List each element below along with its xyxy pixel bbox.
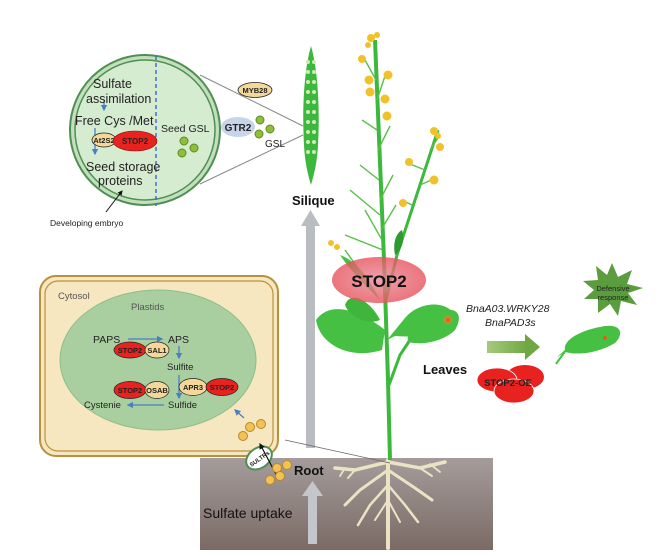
stop2-expression-highlight: [332, 257, 426, 303]
seed-storage-label: Seed storage: [86, 160, 160, 174]
stop2-main-label: STOP2: [351, 272, 406, 291]
sal1-label: SAL1: [147, 346, 166, 355]
plastids-label: Plastids: [131, 302, 165, 313]
stop2-seed-label: STOP2: [122, 137, 149, 146]
sultrs-transporter: SULTRs: [245, 445, 273, 471]
zoom-line-bottom: [199, 134, 304, 185]
paps-label: PAPS: [93, 334, 120, 346]
cysteine-label: Cystenie: [84, 400, 121, 411]
assimilation-label: assimilation: [86, 92, 151, 106]
sulfate-uptake-label: Sulfate uptake: [203, 505, 293, 521]
free-cys-met-label: Free Cys /Met: [75, 114, 154, 128]
response-label: response: [598, 293, 629, 302]
stop2-b-label: STOP2: [210, 383, 234, 392]
defensive-label: Defensive: [596, 284, 629, 293]
oasb-label: OSAB: [146, 386, 168, 395]
sulfide-label: Sulfide: [168, 400, 197, 411]
developing-embryo-label: Developing embryo: [50, 218, 124, 228]
stop2-oe-badge: STOP2-OE: [476, 365, 544, 404]
proteins-label: proteins: [98, 174, 142, 188]
silique-pod: [303, 46, 319, 185]
stop2-c-label: STOP2: [118, 386, 142, 395]
leaves-label: Leaves: [423, 362, 467, 377]
gsl-label: GSL: [265, 139, 285, 150]
cytosol-label: Cytosol: [58, 291, 90, 302]
aps-label: APS: [168, 334, 189, 346]
zoom-line-top: [199, 74, 304, 127]
seed-gsl-molecules: [177, 136, 199, 158]
induction-arrow: [487, 334, 540, 360]
gtr2-transporter: GTR2: [221, 117, 255, 137]
seed-cross-section: [69, 54, 221, 206]
protected-leaf: [555, 325, 621, 365]
stop2-a-label: STOP2: [118, 346, 142, 355]
translocation-arrow: [301, 210, 320, 448]
silique-label: Silique: [292, 193, 335, 208]
gsl-molecules: [254, 115, 275, 139]
wrky28-gene-label: BnaA03.WRKY28: [466, 303, 550, 315]
apr3-label: APR3: [183, 383, 203, 392]
rapeseed-plant: [316, 32, 459, 461]
stop2-oasb-complex: STOP2 OSAB: [113, 381, 170, 399]
defensive-response-burst: Defensive response: [583, 263, 643, 316]
sulfate-label: Sulfate: [93, 77, 132, 91]
at2s2-protein: At2S2: [91, 132, 117, 148]
myb28-protein: MYB28: [237, 82, 273, 98]
sulfate-uptake-arrow: [302, 481, 323, 544]
at2s2-label: At2S2: [93, 136, 114, 145]
stop2-seed-protein: STOP2: [112, 130, 158, 152]
root-cell: [39, 275, 279, 457]
stop2-oe-label: STOP2-OE: [484, 378, 532, 389]
sulfite-label: Sulfite: [167, 362, 193, 373]
root-label: Root: [294, 463, 324, 478]
myb28-label: MYB28: [242, 86, 267, 95]
stop2-sal1-complex: STOP2 SAL1: [113, 341, 170, 359]
arrow-ion-to-plastid: [234, 409, 245, 419]
sulfate-ions-soil: [265, 460, 292, 485]
flowers: [328, 32, 444, 250]
sulfate-ions-cytosol: [238, 419, 266, 441]
seed-gsl-label: Seed GSL: [161, 123, 210, 135]
gtr2-label: GTR2: [225, 123, 252, 134]
embryo-pointer-arrow: [105, 190, 123, 213]
root-system: [333, 458, 447, 550]
apr3-stop2-complex: APR3 STOP2: [178, 378, 239, 396]
zoom-line-root: [284, 439, 391, 464]
pad3s-gene-label: BnaPAD3s: [485, 317, 536, 329]
